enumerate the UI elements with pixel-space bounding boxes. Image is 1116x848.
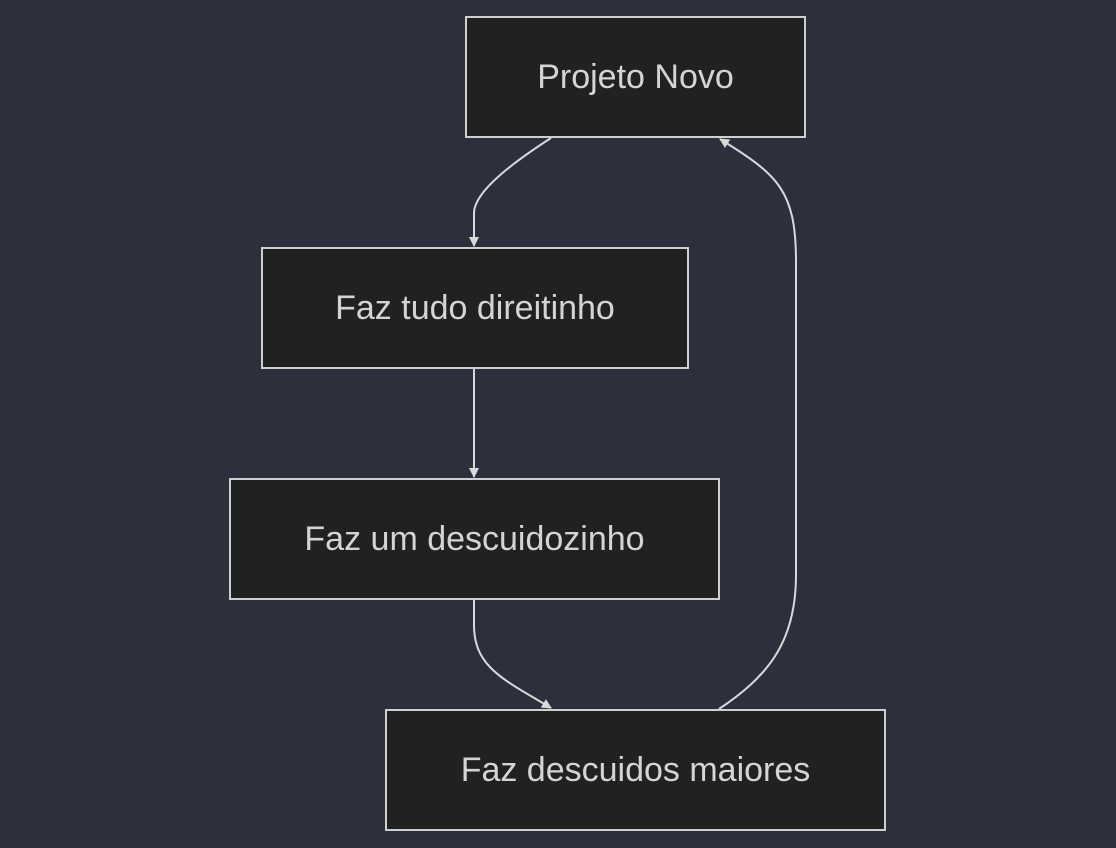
edge-faz-um-to-faz-maiores [473,600,552,709]
node-label: Faz descuidos maiores [460,750,811,789]
node-label: Projeto Novo [537,57,734,96]
node-faz-um-descuidozinho: Faz um descuidozinho [229,478,720,600]
node-faz-tudo-direitinho: Faz tudo direitinho [261,247,689,369]
node-label: Faz tudo direitinho [335,288,615,327]
edge-faz-maiores-to-projeto-novo [718,138,797,710]
node-faz-descuidos-maiores: Faz descuidos maiores [385,709,886,831]
node-label: Faz um descuidozinho [304,519,645,558]
edge-projeto-novo-to-faz-tudo [469,137,552,247]
node-projeto-novo: Projeto Novo [465,16,806,138]
